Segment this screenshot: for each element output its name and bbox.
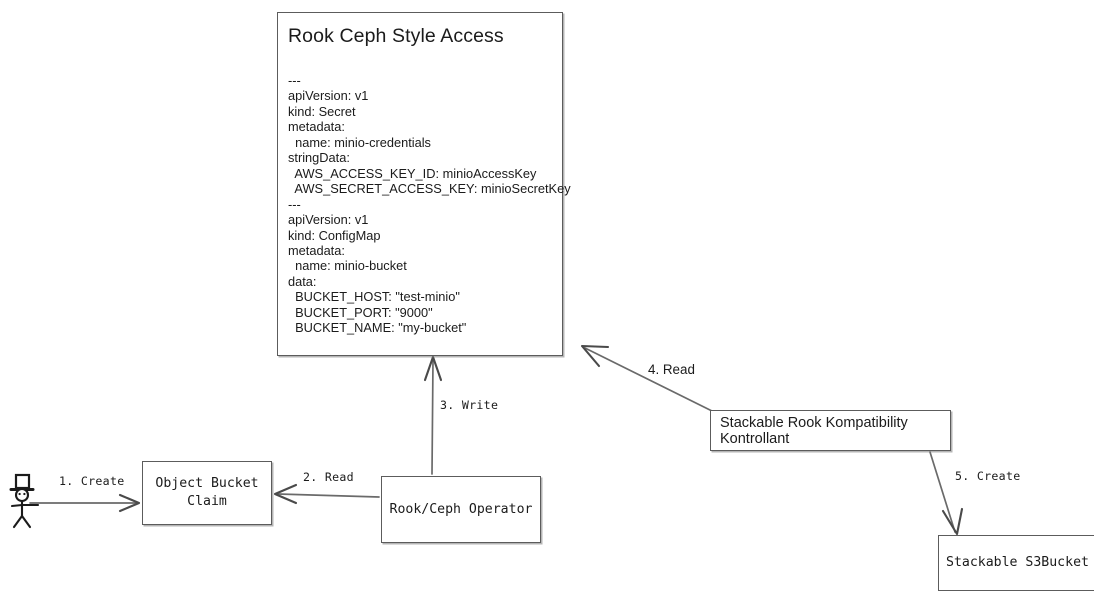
edge-label-read2: 2. Read xyxy=(303,470,354,484)
edge-label-read4: 4. Read xyxy=(648,362,695,377)
edge-create1 xyxy=(29,493,141,513)
node-label: Stackable Rook Kompatibility Kontrollant xyxy=(720,414,908,447)
yaml-spec-card: Rook Ceph Style Access --- apiVersion: v… xyxy=(277,12,571,356)
node-label: Rook/Ceph Operator xyxy=(389,501,533,517)
edge-label-create1: 1. Create xyxy=(59,474,125,488)
yaml-card-title: Rook Ceph Style Access xyxy=(288,25,504,47)
node-stackable-rook-kompatibility-kontrollant[interactable]: Stackable Rook Kompatibility Kontrollant xyxy=(710,410,951,451)
node-label: Stackable S3Bucket xyxy=(946,555,1089,570)
node-rook-ceph-operator[interactable]: Rook/Ceph Operator xyxy=(381,476,541,543)
edge-create5 xyxy=(929,451,964,536)
edge-read4 xyxy=(580,344,713,412)
edge-read2 xyxy=(273,483,380,505)
node-stackable-s3bucket[interactable]: Stackable S3Bucket xyxy=(938,535,1094,591)
edge-label-write3: 3. Write xyxy=(440,398,499,412)
edge-label-create5: 5. Create xyxy=(955,469,1021,483)
node-object-bucket-claim[interactable]: Object Bucket Claim xyxy=(142,461,272,525)
yaml-card-body: --- apiVersion: v1 kind: Secret metadata… xyxy=(288,73,571,336)
user-stick-figure xyxy=(9,473,40,529)
edge-write3 xyxy=(423,355,443,475)
node-label: Object Bucket Claim xyxy=(155,476,259,509)
